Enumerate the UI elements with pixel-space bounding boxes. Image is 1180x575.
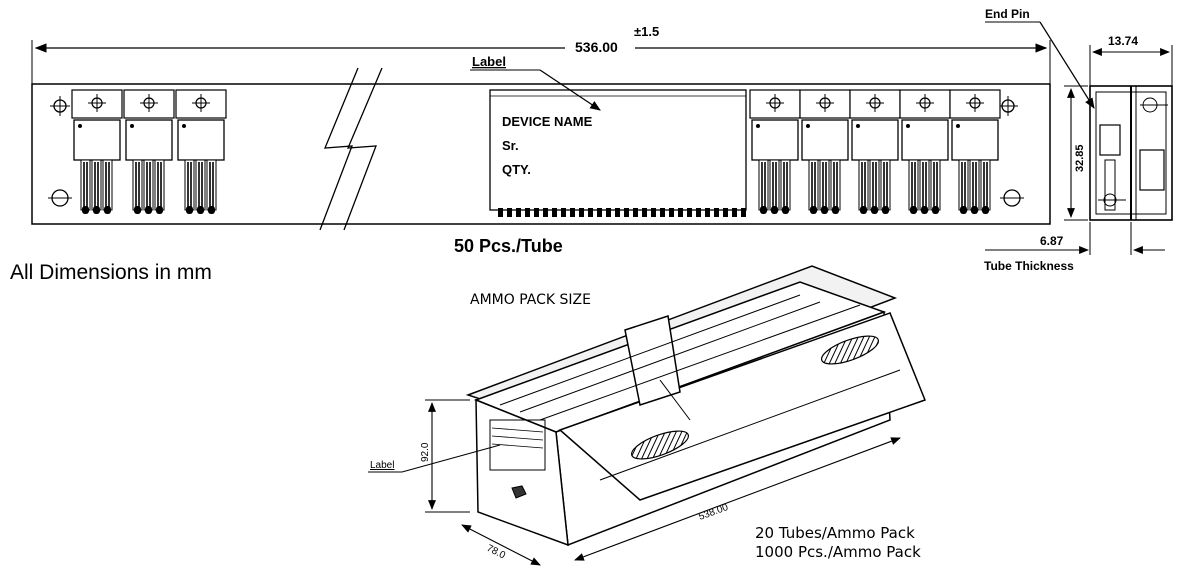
tube-length-value: 536.00 — [575, 39, 618, 55]
label-tooth — [651, 208, 656, 217]
label-tooth — [741, 208, 746, 217]
device-package — [71, 89, 123, 214]
tube-length-tolerance: ±1.5 — [634, 24, 659, 39]
label-line-qty: QTY. — [502, 162, 531, 177]
tube-label-panel: DEVICE NAME Sr. QTY. — [489, 89, 747, 217]
label-tooth — [579, 208, 584, 217]
devices-left-group — [71, 89, 227, 214]
tubes-per-pack-text: 20 Tubes/Ammo Pack — [755, 524, 915, 542]
ammo-pack-view: AMMO PACK SIZE — [368, 265, 926, 566]
ammo-height-value: 92.0 — [420, 442, 431, 462]
label-tooth — [543, 208, 548, 217]
label-tooth — [642, 208, 647, 217]
pcs-per-tube-text: 50 Pcs./Tube — [454, 236, 563, 256]
end-pin-label: End Pin — [985, 7, 1030, 21]
cross-section-height-value: 32.85 — [1074, 144, 1086, 172]
ammo-length-value: 538.00 — [697, 502, 730, 523]
label-line-serial: Sr. — [502, 138, 519, 153]
device-package — [849, 89, 901, 214]
label-tooth — [714, 208, 719, 217]
device-package — [749, 89, 801, 214]
label-tooth — [588, 208, 593, 217]
tube-outline — [31, 83, 1051, 225]
label-tooth — [687, 208, 692, 217]
label-tooth — [561, 208, 566, 217]
label-tooth — [525, 208, 530, 217]
label-line-device-name: DEVICE NAME — [502, 114, 593, 129]
tube-left-end — [48, 96, 72, 207]
label-tooth — [597, 208, 602, 217]
ammo-width-value: 78.0 — [485, 543, 508, 562]
label-tooth — [732, 208, 737, 217]
label-tooth — [516, 208, 521, 217]
device-package — [899, 89, 951, 214]
tube-cross-section: End Pin 13.74 32.85 6.87 Tube Thickness — [984, 7, 1173, 273]
label-tooth — [615, 208, 620, 217]
device-package — [123, 89, 175, 214]
tube-break-lines — [319, 67, 383, 231]
label-panel-teeth — [498, 208, 746, 217]
ammo-pack-title: AMMO PACK SIZE — [470, 292, 591, 308]
ammo-thumb-hole — [511, 485, 527, 499]
device-package — [799, 89, 851, 214]
thickness-value: 6.87 — [1040, 234, 1064, 248]
label-tooth — [696, 208, 701, 217]
device-package — [175, 89, 227, 214]
label-tooth — [705, 208, 710, 217]
cross-section-width-value: 13.74 — [1108, 34, 1138, 48]
label-tooth — [498, 208, 503, 217]
tube-view: 536.00 ±1.5 DE — [10, 24, 1051, 284]
pcs-per-pack-text: 1000 Pcs./Ammo Pack — [755, 543, 921, 561]
label-tooth — [678, 208, 683, 217]
label-tooth — [534, 208, 539, 217]
label-tooth — [507, 208, 512, 217]
device-package — [949, 89, 1001, 214]
label-tooth — [660, 208, 665, 217]
label-tooth — [570, 208, 575, 217]
label-tooth — [633, 208, 638, 217]
thickness-label: Tube Thickness — [984, 259, 1074, 273]
label-tooth — [606, 208, 611, 217]
label-tooth — [552, 208, 557, 217]
label-tooth — [723, 208, 728, 217]
label-tooth — [624, 208, 629, 217]
devices-right-group — [749, 89, 1001, 214]
tube-right-end — [998, 96, 1024, 207]
all-dimensions-note: All Dimensions in mm — [10, 261, 212, 284]
ammo-label-caption: Label — [370, 460, 394, 471]
tube-label-caption: Label — [472, 54, 506, 69]
label-tooth — [669, 208, 674, 217]
